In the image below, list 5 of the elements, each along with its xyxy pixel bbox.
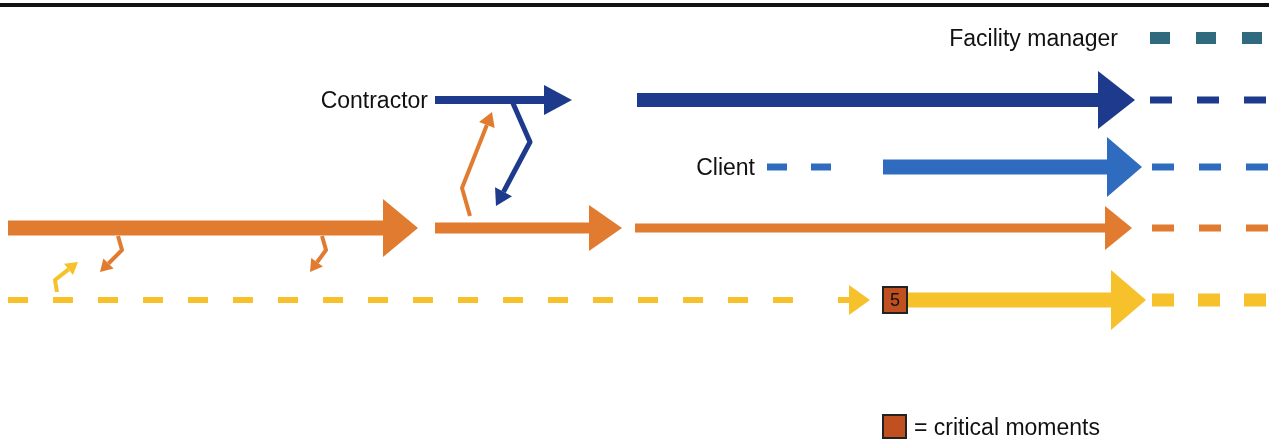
critical-moment-marker: 5 <box>882 286 908 314</box>
lane-label: Facility manager <box>949 25 1118 51</box>
legend-text: = critical moments <box>914 414 1100 440</box>
lane-label: Client <box>696 154 755 180</box>
lane-label: Contractor <box>320 87 428 113</box>
